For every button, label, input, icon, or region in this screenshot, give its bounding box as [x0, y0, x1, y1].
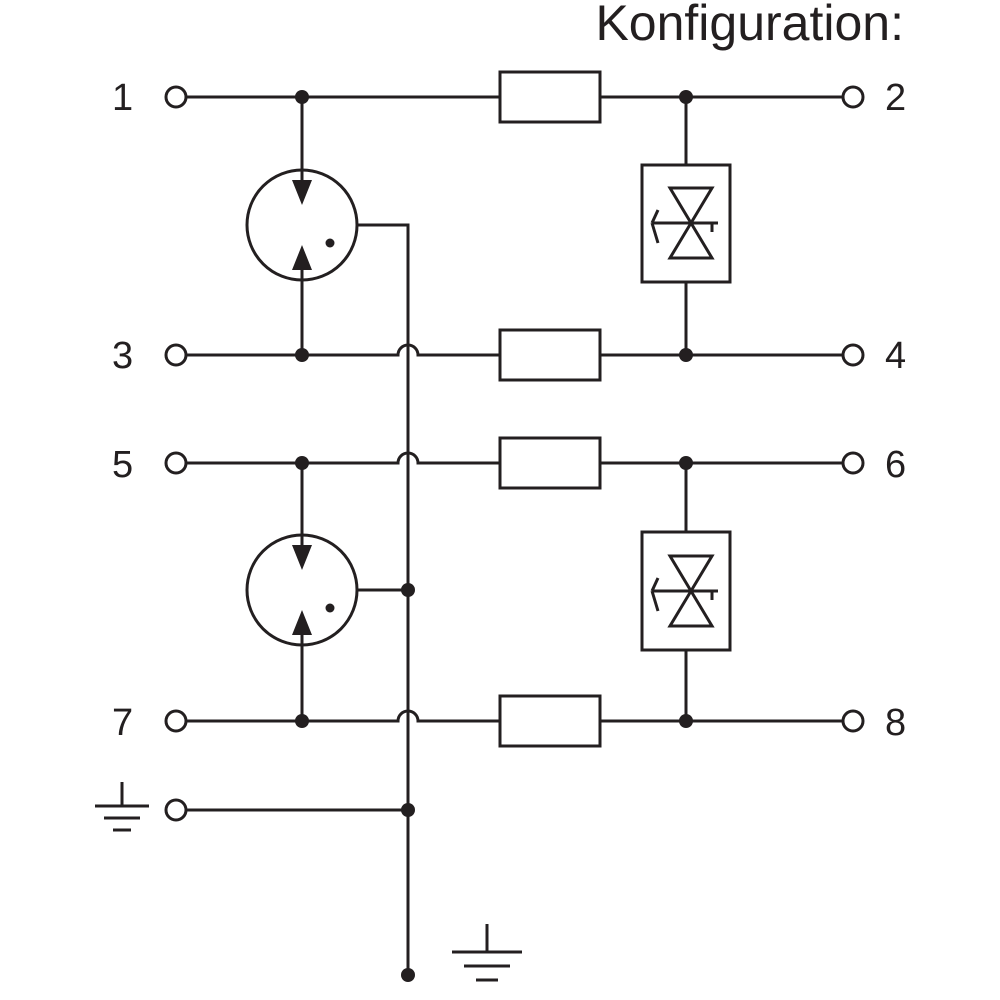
- diagram-title: Konfiguration:: [595, 0, 904, 51]
- terminal-label-5: 5: [112, 444, 133, 486]
- terminal-7: [164, 709, 188, 733]
- resistor-7-8: [498, 694, 602, 748]
- gas-discharge-tube-1: [245, 97, 359, 355]
- terminal-label-2: 2: [885, 77, 906, 119]
- line-5-6: [187, 436, 843, 490]
- line-1-2: [187, 70, 843, 124]
- junction-dots: [295, 90, 693, 982]
- terminal-8: [841, 709, 865, 733]
- tvs-diode-1: [640, 97, 732, 355]
- earth-ground-icon: [452, 924, 522, 982]
- line-3-4: [187, 328, 843, 382]
- terminal-label-6: 6: [885, 444, 906, 486]
- resistor-1-2: [498, 70, 602, 124]
- terminal-4: [841, 343, 865, 367]
- terminal-6: [841, 451, 865, 475]
- ground-icon: [95, 782, 149, 832]
- terminal-2: [841, 85, 865, 109]
- line-7-8: [187, 694, 843, 748]
- ground-bus: [358, 223, 410, 975]
- terminal-3: [164, 343, 188, 367]
- terminal-label-1: 1: [112, 77, 133, 119]
- terminal-1: [164, 85, 188, 109]
- terminal-ground: [164, 798, 188, 822]
- terminal-5: [164, 451, 188, 475]
- terminal-label-4: 4: [885, 335, 906, 377]
- tvs-diode-2: [640, 463, 732, 721]
- terminal-label-8: 8: [885, 702, 906, 744]
- terminal-label-3: 3: [112, 335, 133, 377]
- terminal-label-7: 7: [112, 702, 133, 744]
- resistor-3-4: [498, 328, 602, 382]
- resistor-5-6: [498, 436, 602, 490]
- terminals: [164, 85, 865, 822]
- gas-discharge-tube-2: [245, 463, 359, 721]
